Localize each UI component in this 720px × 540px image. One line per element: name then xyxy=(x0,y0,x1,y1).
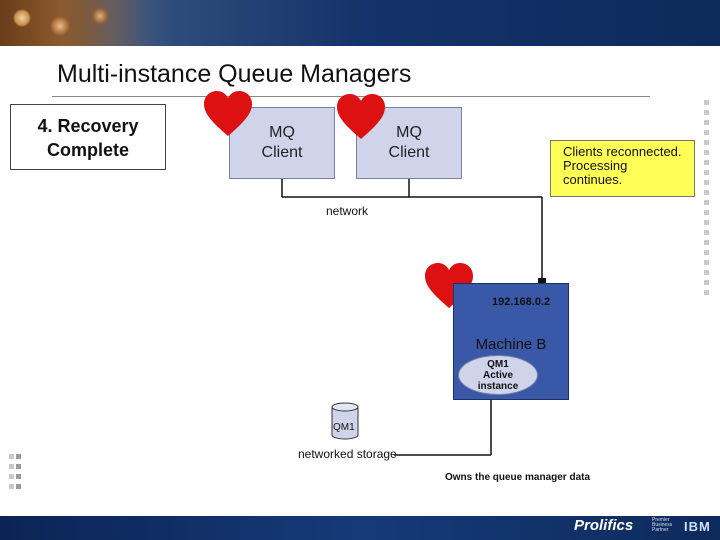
decor-square xyxy=(704,110,709,115)
step-box: 4. Recovery Complete xyxy=(10,104,166,170)
prolifics-logo: Prolifics xyxy=(574,517,634,534)
decor-square xyxy=(704,260,709,265)
decor-square xyxy=(9,454,14,459)
decor-square xyxy=(704,270,709,275)
footer-bar xyxy=(0,516,720,540)
decor-square xyxy=(704,100,709,105)
heart-icon xyxy=(337,94,385,139)
decor-square xyxy=(704,120,709,125)
qm-line-2: Active xyxy=(482,370,513,381)
partner-label: Premier Business Partner xyxy=(652,517,673,533)
note-line-2: Processing xyxy=(563,158,628,173)
decor-square xyxy=(9,484,14,489)
decor-square xyxy=(704,200,709,205)
owns-data-label: Owns the queue manager data xyxy=(445,472,591,483)
decor-square xyxy=(704,130,709,135)
heart-icon xyxy=(204,91,252,136)
decor-square xyxy=(16,474,21,479)
decor-square xyxy=(704,210,709,215)
decor-square xyxy=(16,464,21,469)
decor-square xyxy=(9,474,14,479)
machine-name-label: Machine B xyxy=(475,336,547,353)
page-title: Multi-instance Queue Managers xyxy=(57,60,412,88)
decor-square xyxy=(704,220,709,225)
step-line-2: Complete xyxy=(46,140,129,160)
header-photo xyxy=(0,0,150,46)
networked-storage-label: networked storage xyxy=(298,447,397,461)
decor-square xyxy=(704,280,709,285)
decor-square xyxy=(704,290,709,295)
decor-square xyxy=(704,160,709,165)
status-note: Clients reconnected. Processing continue… xyxy=(550,140,695,197)
note-line-1: Clients reconnected. xyxy=(563,144,682,159)
note-line-3: continues. xyxy=(563,172,623,187)
mq-client-1: MQ Client xyxy=(229,107,335,179)
decor-square xyxy=(704,180,709,185)
qm-line-1: QM1 xyxy=(487,359,509,370)
qm-line-3: instance xyxy=(477,381,519,392)
decor-square xyxy=(704,250,709,255)
step-line-1: 4. Recovery xyxy=(37,116,139,136)
decor-square xyxy=(704,190,709,195)
decor-square xyxy=(704,150,709,155)
client-2-line-2: Client xyxy=(388,144,430,161)
decor-square xyxy=(16,484,21,489)
qm1-active-instance: QM1 Active instance xyxy=(458,355,538,395)
decor-square xyxy=(704,140,709,145)
client-1-line-1: MQ xyxy=(269,124,295,141)
decor-square xyxy=(704,240,709,245)
ip-address-label: 192.168.0.2 xyxy=(492,296,551,308)
decor-square xyxy=(704,230,709,235)
ibm-logo: IBM xyxy=(684,519,711,534)
client-2-line-1: MQ xyxy=(396,124,422,141)
network-label: network xyxy=(326,204,369,218)
decor-square xyxy=(704,170,709,175)
storage-cylinder-icon xyxy=(331,402,359,440)
client-1-line-2: Client xyxy=(261,144,303,161)
decor-square xyxy=(9,464,14,469)
storage-qm-label: QM1 xyxy=(333,422,355,433)
decor-square xyxy=(16,454,21,459)
